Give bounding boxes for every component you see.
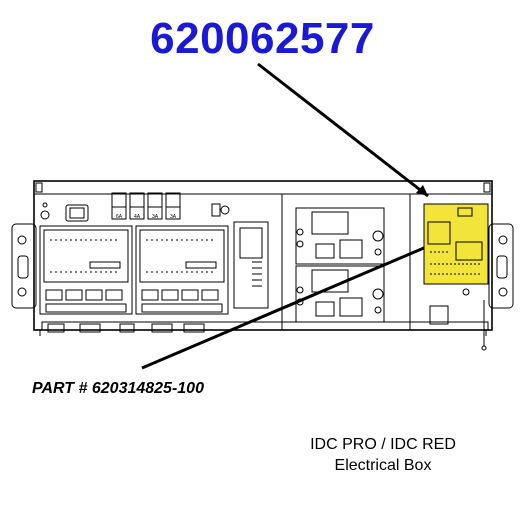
drive-module-lower xyxy=(295,265,385,323)
control-board-middle xyxy=(135,225,229,315)
bottom-connector-row xyxy=(47,323,205,333)
leader-arrow-top xyxy=(416,185,428,196)
control-board-left xyxy=(39,225,133,315)
caption-line-1: IDC PRO / IDC RED xyxy=(310,436,456,453)
bottom-right-connector xyxy=(429,288,487,351)
highlighted-part-board xyxy=(423,203,489,285)
caption: IDC PRO / IDC RED Electrical Box xyxy=(265,434,501,476)
sub-part-number: PART # 620314825-100 xyxy=(32,380,204,397)
top-part-number: 620062577 xyxy=(150,14,375,63)
breaker-row xyxy=(40,192,230,222)
left-mounting-bracket xyxy=(11,223,37,309)
terminal-block xyxy=(233,221,269,309)
leader-line-top xyxy=(257,62,429,198)
caption-line-2: Electrical Box xyxy=(334,457,432,474)
drive-module-upper xyxy=(295,207,385,265)
right-mounting-bracket xyxy=(488,223,514,309)
enclosure-frame xyxy=(33,180,493,336)
